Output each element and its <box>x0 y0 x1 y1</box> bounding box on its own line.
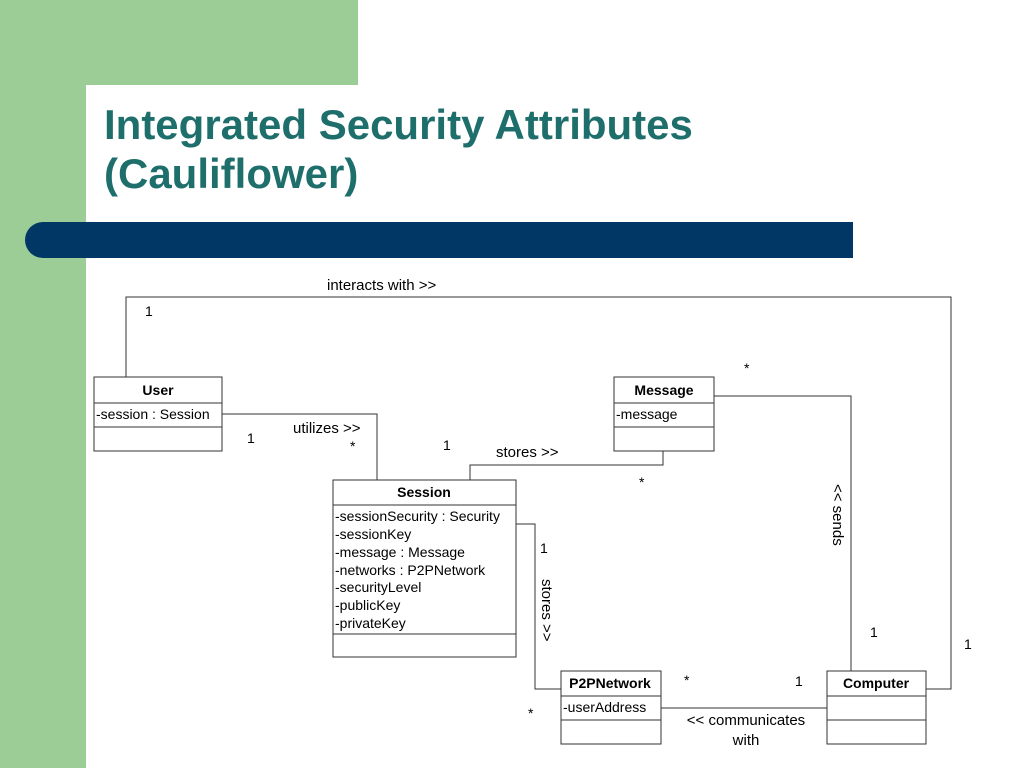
stores-network-session-multiplicity: 1 <box>540 540 548 556</box>
user-class-box <box>93 376 223 452</box>
interacts-computer-multiplicity: 1 <box>964 636 972 652</box>
stores-message-session-multiplicity: 1 <box>443 437 451 453</box>
user-class-name: User <box>142 382 174 398</box>
utilizes-session-multiplicity: * <box>350 438 356 454</box>
p2pnetwork-class-box <box>560 670 662 745</box>
utilizes-label: utilizes >> <box>293 420 361 437</box>
communicates-label-line-1: << communicates <box>687 712 805 729</box>
communicates-network-multiplicity: * <box>684 672 690 688</box>
message-class-name: Message <box>634 382 693 398</box>
session-attribute: -sessionKey <box>335 526 411 542</box>
stores-message-line <box>469 451 664 480</box>
p2pnetwork-attribute: -userAddress <box>563 699 646 715</box>
sends-label: << sends <box>829 484 846 546</box>
stores-message-label: stores >> <box>496 444 559 461</box>
session-attribute: -sessionSecurity : Security <box>335 508 500 524</box>
side-band-left <box>0 85 86 768</box>
session-class-name: Session <box>397 484 451 500</box>
communicates-label-line-2: with <box>732 732 760 749</box>
side-band-top <box>0 0 358 85</box>
session-attribute: -publicKey <box>335 597 400 613</box>
session-attribute: -privateKey <box>335 615 406 631</box>
computer-class-box <box>826 670 927 745</box>
utilizes-line <box>222 413 378 480</box>
slide-title: Integrated Security Attributes (Cauliflo… <box>104 100 693 198</box>
session-attribute: -securityLevel <box>335 579 421 595</box>
title-line-2: (Cauliflower) <box>104 150 359 197</box>
message-class-box <box>613 376 715 452</box>
sends-line <box>714 395 852 671</box>
session-attribute: -networks : P2PNetwork <box>335 562 486 578</box>
computer-class-name: Computer <box>843 675 910 691</box>
stores-network-network-multiplicity: * <box>528 705 534 721</box>
p2pnetwork-class-name: P2PNetwork <box>569 675 651 691</box>
title-line-1: Integrated Security Attributes <box>104 101 693 148</box>
message-attribute: -message <box>616 406 678 422</box>
sends-message-multiplicity: * <box>744 360 750 376</box>
sends-computer-multiplicity: 1 <box>870 624 878 640</box>
user-attribute: -session : Session <box>96 406 210 422</box>
stores-network-line <box>516 523 561 690</box>
interacts-with-label: interacts with >> <box>327 277 436 294</box>
interacts-user-multiplicity: 1 <box>145 303 153 319</box>
communicates-computer-multiplicity: 1 <box>795 673 803 689</box>
title-divider-bar <box>25 222 853 258</box>
session-class-box <box>332 479 517 658</box>
stores-network-label: stores >> <box>538 579 555 642</box>
interacts-with-line <box>125 296 952 690</box>
stores-message-message-multiplicity: * <box>639 474 645 490</box>
utilizes-user-multiplicity: 1 <box>247 430 255 446</box>
session-attribute: -message : Message <box>335 544 465 560</box>
